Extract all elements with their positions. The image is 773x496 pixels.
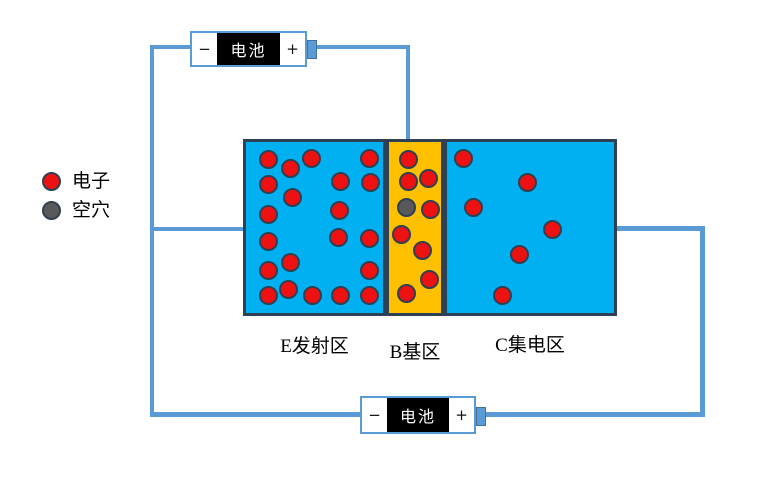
electron-dot bbox=[282, 187, 302, 207]
electron-dot bbox=[328, 227, 348, 247]
battery-top-plus-terminal: + bbox=[286, 40, 299, 58]
electron-dot bbox=[280, 252, 300, 272]
electron-legend-label: 电子 bbox=[72, 171, 111, 192]
electron-dot bbox=[258, 174, 278, 194]
electron-dot bbox=[301, 148, 321, 168]
wire-bottom-right-horizontal bbox=[486, 412, 705, 417]
electron-dot bbox=[258, 149, 278, 169]
electron-dot bbox=[359, 228, 379, 248]
electron-dot bbox=[391, 224, 411, 244]
electron-dot bbox=[258, 285, 278, 305]
battery-top-minus-terminal: − bbox=[198, 40, 211, 58]
electron-dot bbox=[330, 171, 350, 191]
hole-legend-label: 空穴 bbox=[72, 200, 111, 221]
battery-top: − 电池 + bbox=[190, 31, 307, 67]
electron-dot bbox=[359, 260, 379, 280]
collector-region bbox=[444, 139, 617, 316]
electron-dot bbox=[509, 244, 529, 264]
electron-dot bbox=[278, 279, 298, 299]
base-region-label: B基区 bbox=[389, 342, 441, 363]
wire-emitter-branch bbox=[152, 227, 245, 231]
wire-bottom-left-horizontal bbox=[150, 412, 362, 417]
electron-dot bbox=[258, 204, 278, 224]
electron-dot bbox=[463, 197, 483, 217]
electron-legend-icon bbox=[42, 172, 61, 191]
hole-legend-icon bbox=[42, 201, 61, 220]
electron-dot bbox=[280, 158, 300, 178]
legend-item-electron: 电子 bbox=[42, 172, 110, 191]
electron-dot bbox=[398, 149, 418, 169]
electron-dot bbox=[360, 172, 380, 192]
collector-region-label: C集电区 bbox=[495, 335, 565, 356]
electron-dot bbox=[359, 148, 379, 168]
electron-dot bbox=[542, 219, 562, 239]
wire-left-vertical bbox=[150, 45, 154, 417]
emitter-region-label: E发射区 bbox=[280, 336, 349, 357]
electron-dot bbox=[359, 285, 379, 305]
battery-top-nub bbox=[307, 40, 317, 59]
legend-item-hole: 空穴 bbox=[42, 201, 110, 220]
electron-dot bbox=[412, 240, 432, 260]
wire-top-left-horizontal bbox=[150, 45, 192, 49]
electron-dot bbox=[453, 148, 473, 168]
legend: 电子 空穴 bbox=[42, 172, 110, 230]
electron-dot bbox=[330, 285, 350, 305]
wire-collector-branch bbox=[612, 226, 704, 231]
electron-dot bbox=[420, 199, 440, 219]
battery-bottom-nub bbox=[476, 407, 486, 426]
electron-dot bbox=[396, 283, 416, 303]
electron-dot bbox=[258, 260, 278, 280]
wire-top-right-horizontal bbox=[315, 45, 410, 49]
electron-dot bbox=[329, 200, 349, 220]
wire-base-vertical bbox=[406, 45, 410, 141]
electron-dot bbox=[492, 285, 512, 305]
battery-bottom-label: 电池 bbox=[387, 398, 449, 432]
electron-dot bbox=[398, 171, 418, 191]
battery-bottom-plus-terminal: + bbox=[455, 406, 468, 424]
wire-right-vertical bbox=[700, 226, 705, 417]
hole-dot bbox=[396, 197, 416, 217]
battery-bottom-minus-terminal: − bbox=[368, 406, 381, 424]
battery-bottom: − 电池 + bbox=[360, 396, 476, 434]
electron-dot bbox=[258, 231, 278, 251]
electron-dot bbox=[419, 269, 439, 289]
electron-dot bbox=[418, 168, 438, 188]
electron-dot bbox=[517, 172, 537, 192]
electron-dot bbox=[302, 285, 322, 305]
battery-top-label: 电池 bbox=[217, 33, 280, 65]
